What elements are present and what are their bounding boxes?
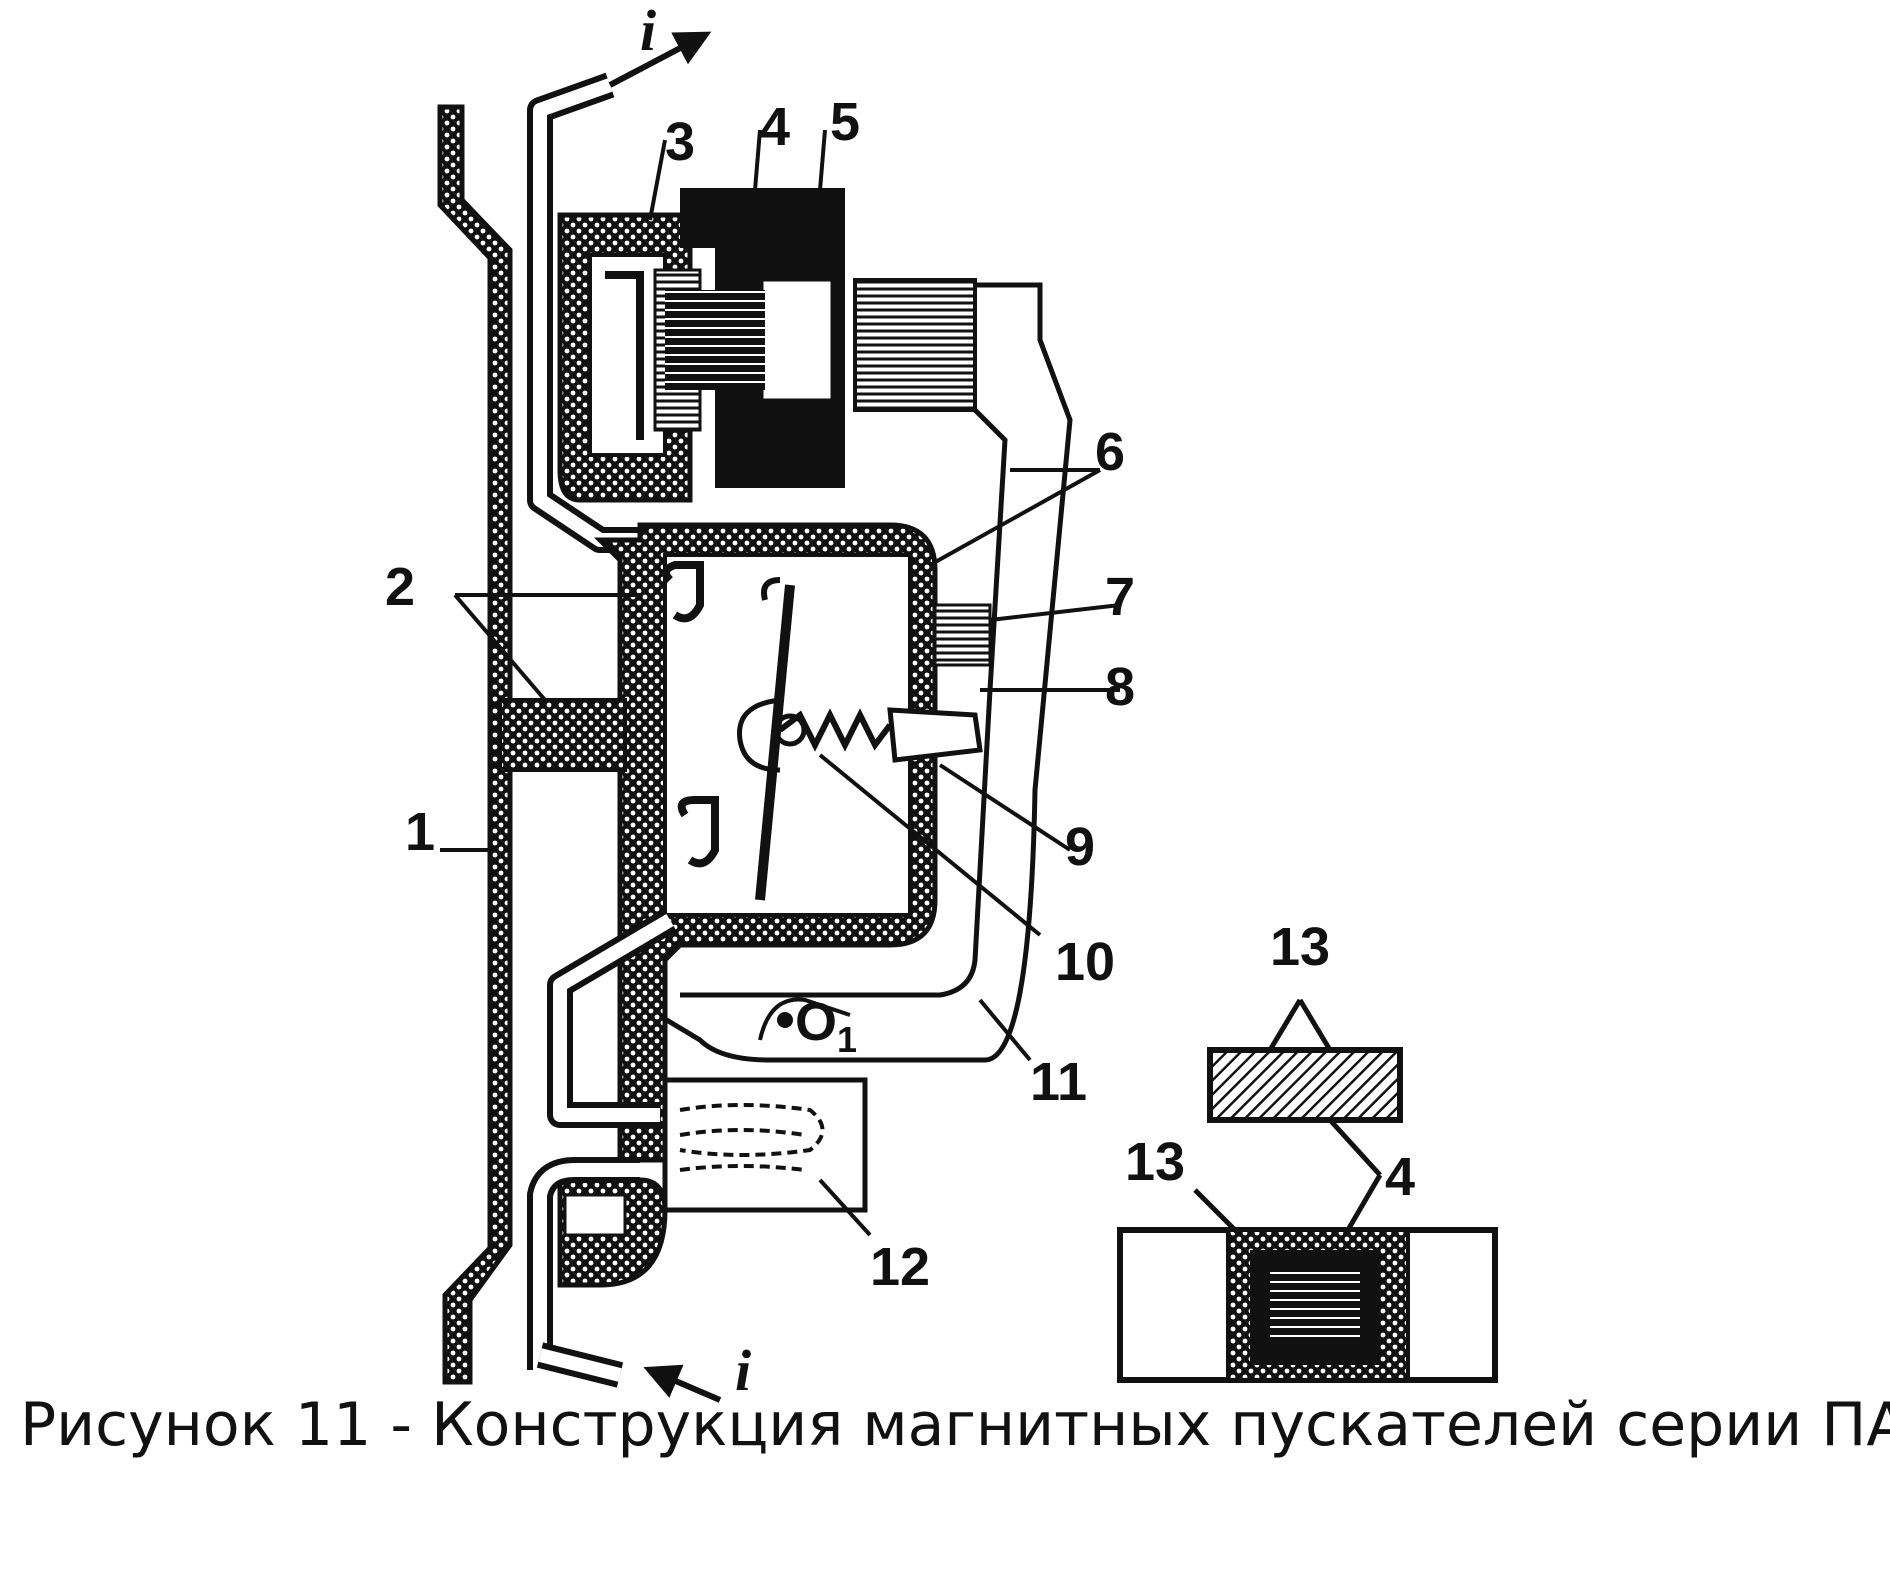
label-10: 10	[1055, 932, 1115, 992]
lever-outline	[648, 282, 1073, 1063]
fixed-contact-bottom	[677, 796, 719, 868]
label-7: 7	[1105, 567, 1135, 627]
label-6: 6	[1095, 422, 1125, 482]
label-9: 9	[1065, 817, 1095, 877]
blowout-coil	[665, 188, 977, 488]
current-label-out: i	[640, 0, 656, 63]
thermal-relay	[662, 1077, 868, 1213]
label-5: 5	[830, 92, 860, 152]
fixed-contact-top	[662, 561, 704, 623]
lower-terminal-block	[527, 1157, 668, 1388]
detail-view	[1117, 998, 1498, 1383]
label-1: 1	[405, 802, 435, 862]
leader-lines	[440, 129, 1121, 1237]
label-4: 4	[760, 97, 790, 157]
label-11: 11	[1030, 1052, 1087, 1112]
pivot-point	[758, 997, 851, 1041]
label-13-bottom: 13	[1125, 1132, 1185, 1192]
label-3: 3	[665, 112, 695, 172]
label-2: 2	[385, 557, 415, 617]
return-spring	[778, 707, 983, 763]
moving-contact	[737, 577, 807, 901]
label-13-top: 13	[1270, 917, 1330, 977]
label-8: 8	[1105, 657, 1135, 717]
current-arrows	[608, 31, 722, 1403]
pivot-label: O1	[795, 992, 857, 1060]
contact-spring	[933, 603, 992, 667]
label-12: 12	[870, 1237, 930, 1297]
current-label-in: i	[735, 1338, 751, 1403]
base-plate	[437, 104, 513, 1385]
lower-conductor	[547, 908, 677, 1128]
figure-caption: Рисунок 11 - Конструкция магнитных пуска…	[20, 1390, 1890, 1460]
label-4-detail: 4	[1385, 1147, 1415, 1207]
